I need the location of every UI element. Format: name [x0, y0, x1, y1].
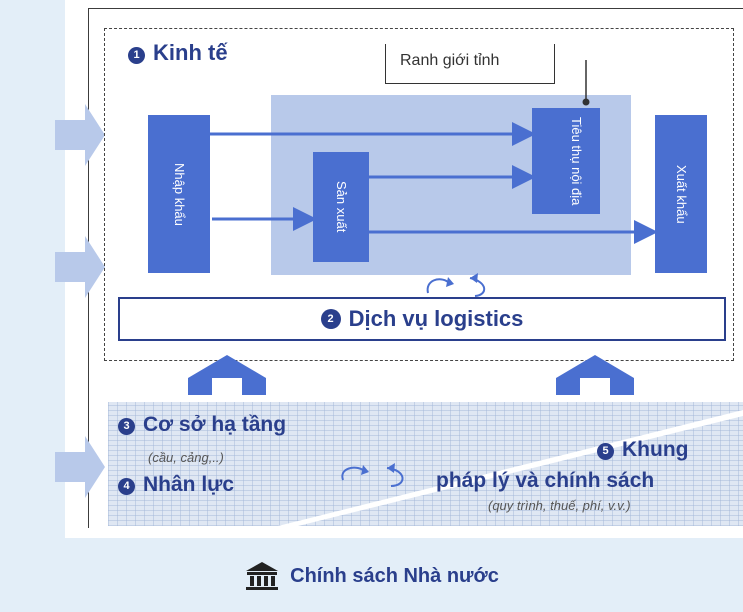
infrastructure-title: 3 Cơ sở hạ tầng [118, 413, 286, 437]
footer: Chính sách Nhà nước [0, 540, 743, 612]
cycle-icon-top [426, 273, 486, 297]
footer-label: Chính sách Nhà nước [290, 564, 499, 587]
enablers-area [108, 402, 743, 526]
import-box: Nhập khẩu [148, 115, 210, 273]
economy-box [104, 28, 734, 361]
border-label: Ranh giới tỉnh [385, 44, 555, 84]
logistics-box: 2 Dịch vụ logistics [118, 297, 726, 341]
up-arrow-right [556, 355, 634, 395]
legal-line2: pháp lý và chính sách [436, 469, 655, 492]
legal-title: 5 Khung [597, 438, 688, 462]
government-building-icon [246, 562, 279, 590]
cycle-icon-bottom [341, 463, 404, 487]
export-box: Xuất khẩu [655, 115, 707, 273]
labor-number: 4 [118, 478, 135, 495]
production-box: Sản xuất [313, 152, 369, 262]
legal-sub: (quy trình, thuế, phí, v.v.) [488, 498, 631, 513]
domestic-label: Tiêu thụ nội địa [569, 116, 584, 206]
up-arrow-left [188, 355, 266, 395]
hatch-pattern [108, 402, 743, 526]
economy-title: 1 Kinh tế [128, 40, 228, 66]
domestic-box: Tiêu thụ nội địa [532, 108, 600, 214]
labor-title: 4 Nhân lực [118, 473, 234, 497]
economy-label: Kinh tế [153, 40, 228, 65]
legal-number: 5 [597, 443, 614, 460]
labor-label: Nhân lực [143, 473, 235, 496]
production-label: Sản xuất [333, 181, 349, 233]
left-arrow-middle [55, 236, 105, 298]
legal-line1: Khung [622, 438, 689, 461]
number-badge: 1 [128, 47, 145, 64]
left-arrows [55, 104, 105, 498]
infrastructure-sub: (cầu, cảng,..) [148, 450, 224, 465]
export-label: Xuất khẩu [673, 164, 689, 224]
infrastructure-label: Cơ sở hạ tầng [143, 413, 287, 436]
diagonal-divider [278, 410, 743, 526]
logistics-number: 2 [320, 309, 341, 329]
infrastructure-number: 3 [118, 418, 135, 435]
left-arrow-bottom [55, 436, 105, 498]
logistics-label: Dịch vụ logistics [348, 306, 524, 331]
border-pointer-dot [582, 98, 590, 106]
left-arrow-top [55, 104, 105, 166]
import-label: Nhập khẩu [171, 162, 187, 226]
